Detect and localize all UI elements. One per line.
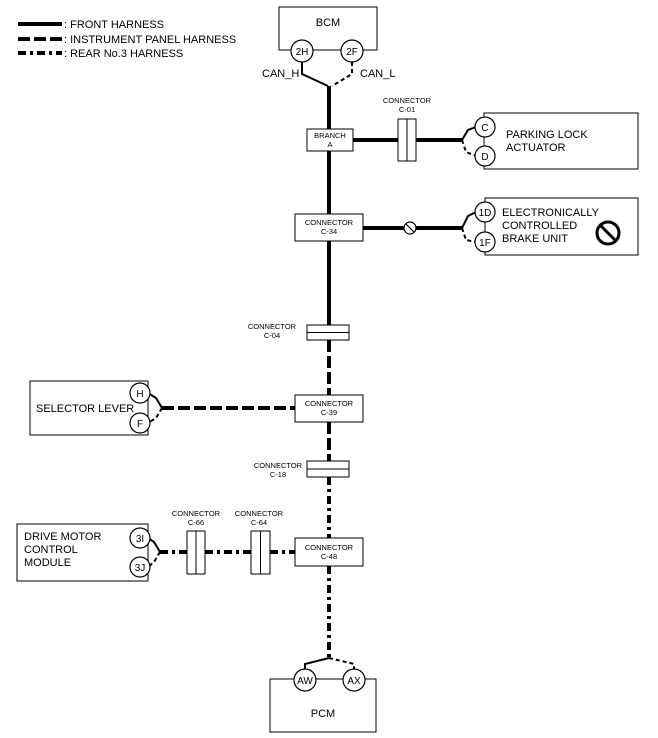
dmcm-pin-3j [129, 556, 151, 578]
selector-pin-f-label: F [137, 419, 143, 430]
wire-brake-pin-1f [461, 227, 477, 243]
c01-label-1: CONNECTOR [383, 96, 432, 105]
c34-label-2: C-34 [321, 227, 337, 236]
wire-parking-pin-d [461, 139, 477, 157]
selector-pin-h [129, 382, 151, 404]
no-entry-symbol-icon [595, 220, 621, 246]
c04-label-1: CONNECTOR [248, 322, 297, 331]
branch-a-label-1: BRANCH [314, 131, 346, 140]
drive-motor-control-module: DRIVE MOTOR CONTROL MODULE 3I 3J [16, 523, 151, 582]
dmcm-pin-3i [129, 527, 151, 549]
wire-selector-pin-f [147, 407, 163, 424]
selector-pin-f [129, 412, 151, 434]
wire-selector-pin-h [147, 392, 163, 409]
brake-pin-1d [474, 201, 496, 223]
branch-a: BRANCH A [306, 128, 354, 152]
brake-label-2: CONTROLLED [502, 220, 577, 232]
bcm-pin-2h [290, 39, 314, 63]
wire-bcm-can-l [331, 62, 353, 87]
selector-lever: SELECTOR LEVER H F [29, 380, 151, 436]
c01-label-2: C-01 [399, 105, 415, 114]
pcm-pin-ax-label: AX [347, 676, 361, 687]
parking-pin-c-label: C [481, 123, 488, 134]
pcm-pin-ax [342, 668, 366, 692]
dmcm-pin-3i-label: 3I [136, 534, 144, 545]
c18-label-1: CONNECTOR [254, 461, 303, 470]
c39-label-2: C-39 [321, 408, 337, 417]
legend: : FRONT HARNESS : INSTRUMENT PANEL HARNE… [18, 19, 236, 60]
dmcm-pin-3j-label: 3J [135, 563, 146, 574]
bcm-label: BCM [316, 17, 340, 29]
connector-c64: CONNECTOR C-64 [235, 509, 284, 575]
wire-parking-pin-c [461, 126, 477, 141]
dmcm-label-1: DRIVE MOTOR [24, 531, 101, 543]
c34-label-1: CONNECTOR [305, 218, 354, 227]
parking-label-2: ACTUATOR [506, 142, 566, 154]
wire-bcm-can-h [301, 62, 329, 87]
brake-pin-1f-label: 1F [479, 238, 491, 249]
wire-pcm-pin-ax [328, 657, 355, 670]
dmcm-label-2: CONTROL [24, 544, 78, 556]
prohibited-icon [403, 221, 417, 235]
legend-front-label: : FRONT HARNESS [64, 19, 164, 31]
connector-c18: CONNECTOR C-18 [254, 460, 350, 479]
parking-pin-d-label: D [481, 152, 488, 163]
brake-label-3: BRAKE UNIT [502, 233, 568, 245]
bcm-pin-2h-label: 2H [296, 47, 309, 58]
c48-label-1: CONNECTOR [305, 543, 354, 552]
connector-c39: CONNECTOR C-39 [294, 394, 364, 423]
dmcm-label-3: MODULE [24, 557, 71, 569]
c64-label-2: C-64 [251, 518, 267, 527]
connector-c04: CONNECTOR C-04 [248, 322, 350, 341]
brake-pin-1d-label: 1D [479, 208, 492, 219]
pcm-label: PCM [311, 708, 335, 720]
parking-lock-actuator: C D PARKING LOCK ACTUATOR [474, 112, 639, 170]
parking-pin-d [474, 145, 496, 167]
selector-pin-h-label: H [136, 389, 143, 400]
pcm-pin-aw-label: AW [297, 676, 313, 687]
c18-label-2: C-18 [270, 470, 286, 479]
c66-label-2: C-66 [188, 518, 204, 527]
c48-label-2: C-48 [321, 552, 337, 561]
pcm-pin-aw [293, 668, 317, 692]
connector-c66: CONNECTOR C-66 [172, 509, 221, 575]
c39-label-1: CONNECTOR [305, 399, 354, 408]
connector-c01: CONNECTOR C-01 [383, 96, 432, 162]
can-l-label: CAN_L [360, 68, 395, 80]
wire-pcm-pin-aw [304, 657, 330, 670]
brake-pin-1f [474, 231, 496, 253]
brake-unit: 1D 1F ELECTRONICALLY CONTROLLED BRAKE UN… [474, 197, 639, 256]
legend-rear-label: : REAR No.3 HARNESS [64, 48, 183, 60]
c04-label-2: C-04 [264, 331, 280, 340]
legend-panel-label: : INSTRUMENT PANEL HARNESS [64, 34, 236, 46]
c64-label-1: CONNECTOR [235, 509, 284, 518]
parking-label-1: PARKING LOCK [506, 129, 588, 141]
connector-c34: CONNECTOR C-34 [294, 213, 364, 242]
can-h-label: CAN_H [262, 68, 299, 80]
wire-brake-pin-1d [461, 211, 477, 229]
parking-pin-c [474, 116, 496, 138]
connector-c48: CONNECTOR C-48 [294, 537, 364, 567]
pcm-module: PCM AW AX [269, 668, 377, 733]
branch-a-label-2: A [327, 140, 332, 149]
bcm-pin-2f [340, 39, 364, 63]
brake-label-1: ELECTRONICALLY [502, 207, 600, 219]
c66-label-1: CONNECTOR [172, 509, 221, 518]
wiring [147, 62, 477, 670]
bcm-module: BCM 2H 2F CAN_H CAN_L [262, 6, 395, 80]
bcm-pin-2f-label: 2F [346, 47, 358, 58]
selector-label: SELECTOR LEVER [36, 403, 134, 415]
